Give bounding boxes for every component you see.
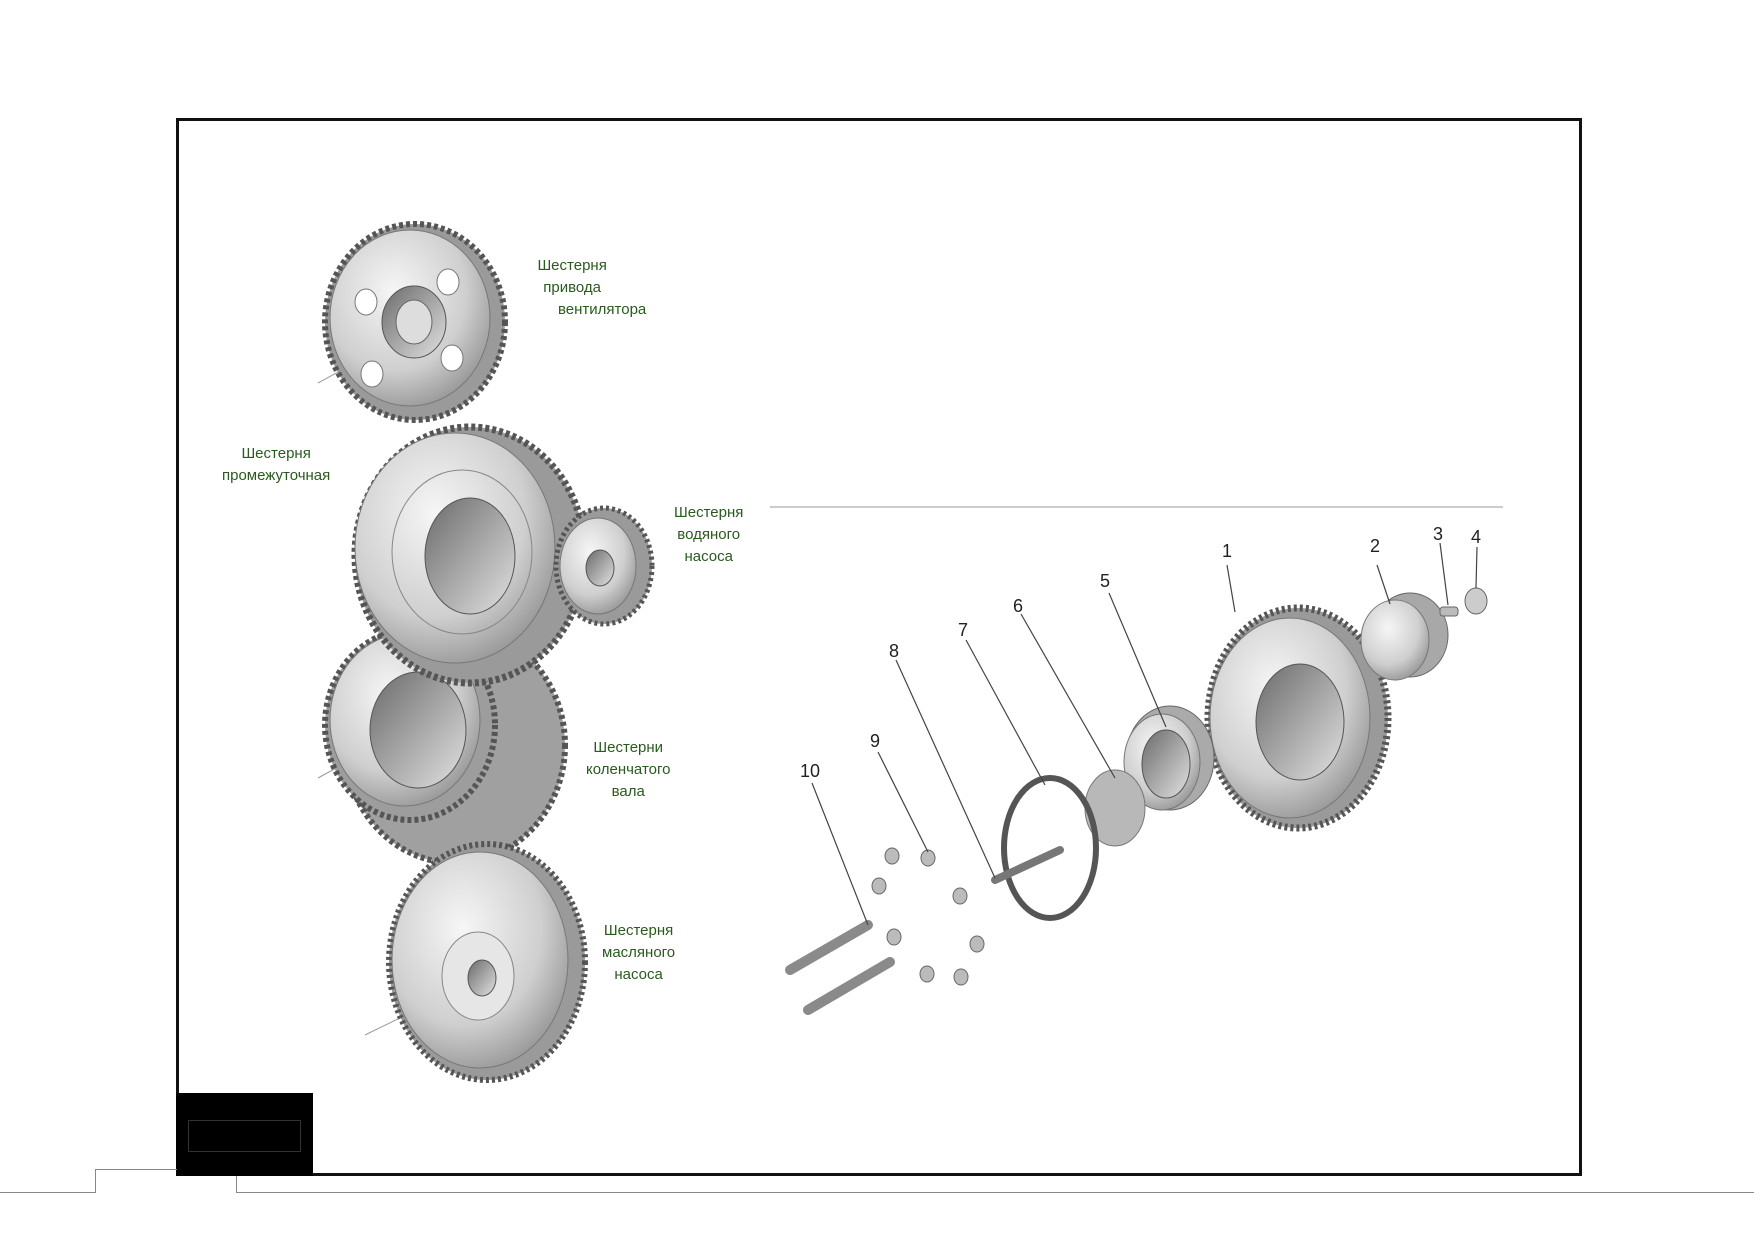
base-step-right bbox=[236, 1176, 237, 1193]
label-crankshaft-gears-line3: вала bbox=[611, 783, 645, 800]
callout-1: 1 bbox=[1222, 541, 1233, 561]
label-idler-gear: Шестерня промежуточная bbox=[222, 443, 330, 487]
label-crankshaft-gears: Шестерни коленчатого вала bbox=[586, 737, 670, 803]
callout-3: 3 bbox=[1433, 524, 1444, 544]
callout-4: 4 bbox=[1471, 527, 1482, 547]
label-idler-gear-line2: промежуточная bbox=[222, 467, 331, 484]
oil-pump-gear bbox=[386, 841, 588, 1083]
label-oil-pump-gear: Шестерня масляного насоса bbox=[602, 920, 675, 986]
label-water-pump-gear-line1: Шестерня bbox=[674, 504, 744, 521]
callout-9: 9 bbox=[870, 731, 881, 751]
title-block-stamp bbox=[176, 1093, 313, 1176]
title-block-inner bbox=[188, 1120, 301, 1152]
fan-drive-gear bbox=[322, 221, 508, 423]
exploded-assembly bbox=[785, 542, 1488, 1015]
label-water-pump-gear: Шестерня водяного насоса bbox=[674, 502, 743, 568]
crankshaft-gears bbox=[322, 624, 568, 866]
water-pump-gear bbox=[553, 505, 655, 627]
base-line-left bbox=[0, 1192, 95, 1193]
callout-2: 2 bbox=[1370, 536, 1381, 556]
callout-7: 7 bbox=[958, 620, 969, 640]
label-fan-gear-line1: Шестерня bbox=[537, 257, 607, 274]
label-oil-pump-gear-line1: Шестерня bbox=[603, 922, 674, 939]
label-crankshaft-gears-line2: коленчатого bbox=[586, 761, 671, 778]
label-fan-gear-line2: привода bbox=[543, 279, 602, 296]
label-oil-pump-gear-line3: насоса bbox=[614, 966, 663, 983]
base-line-step bbox=[95, 1169, 177, 1170]
callout-8: 8 bbox=[889, 641, 900, 661]
label-crankshaft-gears-line1: Шестерни bbox=[593, 739, 664, 756]
base-step-left bbox=[95, 1169, 96, 1193]
idler-gear bbox=[351, 423, 589, 687]
label-idler-gear-line1: Шестерня bbox=[241, 445, 311, 462]
label-fan-gear-line3: вентилятора bbox=[558, 301, 647, 318]
label-oil-pump-gear-line2: масляного bbox=[602, 944, 676, 961]
label-water-pump-gear-line2: водяного bbox=[677, 526, 741, 543]
label-fan-gear: Шестерня привода вентилятора bbox=[498, 255, 646, 321]
callout-6: 6 bbox=[1013, 596, 1024, 616]
base-line-right bbox=[236, 1192, 1754, 1193]
callout-5: 5 bbox=[1100, 571, 1111, 591]
label-water-pump-gear-line3: насоса bbox=[684, 548, 733, 565]
callout-10: 10 bbox=[800, 761, 821, 781]
